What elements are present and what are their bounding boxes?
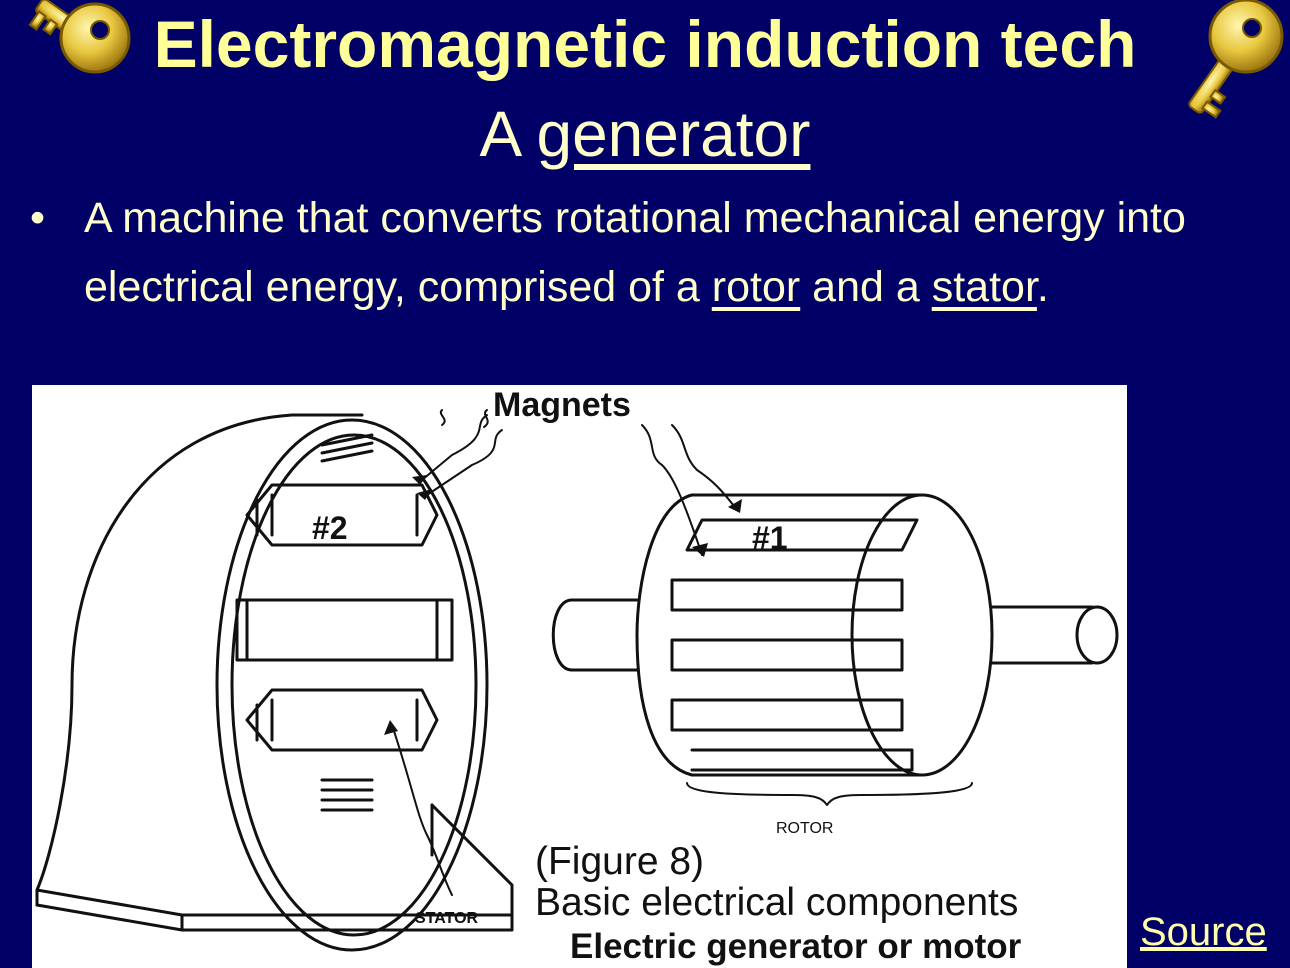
bullet-text-part1: A machine that converts rotational mecha… (84, 194, 1186, 311)
pole-1-label: #1 (752, 520, 788, 556)
slide-title: Electromagnetic induction tech (153, 7, 1137, 81)
bullet-marker: • (30, 194, 46, 242)
generator-diagram (35, 409, 1119, 952)
rotor-link[interactable]: rotor (711, 263, 801, 311)
stator-label: STATOR (415, 910, 479, 927)
bullet-text-part2: and a (812, 263, 920, 311)
bullet-text-part3: . (1036, 263, 1049, 311)
magnets-label: Magnets (493, 386, 631, 424)
stator-link[interactable]: stator (931, 263, 1037, 311)
generator-figure: Magnets #2 #1 ROTOR STATOR (Figure 8) Ba… (32, 385, 1127, 968)
source-link[interactable]: Source (1140, 910, 1267, 954)
bullet-point: • A machine that converts rotational mec… (30, 184, 1250, 322)
figure-caption-subtitle: Electric generator or motor (570, 927, 1022, 966)
generator-link[interactable]: generator (536, 98, 811, 170)
subtitle-prefix: A (479, 98, 519, 170)
golden-key-icon (0, 0, 140, 155)
figure-caption-title: Basic electrical components (535, 881, 1019, 924)
pole-2-label: #2 (312, 510, 348, 546)
figure-caption-number: (Figure 8) (535, 840, 705, 883)
bullet-text: A machine that converts rotational mecha… (84, 184, 1250, 322)
golden-key-icon (1148, 0, 1290, 155)
rotor-label: ROTOR (776, 820, 834, 837)
slide-subtitle: A generator (0, 96, 1290, 172)
